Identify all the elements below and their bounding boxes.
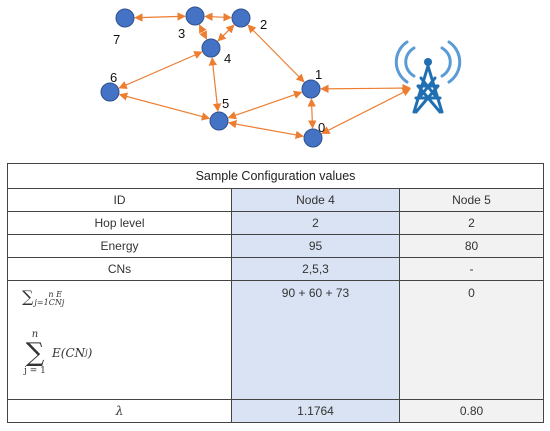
sum-symbol-large: ∑ <box>25 338 45 368</box>
node-5 <box>209 111 229 131</box>
nodes-layer: 7 3 2 4 6 1 5 0 <box>100 6 325 148</box>
header-node-4: Node 4 <box>231 188 400 212</box>
edge-5-1 <box>227 90 303 120</box>
node-label-7: 7 <box>113 32 120 47</box>
sum-superscript: n E <box>48 290 62 299</box>
sum-lower-limit: j = 1 <box>24 366 46 376</box>
table-row-energy: Energy 95 80 <box>7 234 544 258</box>
sum-subscript-2: CNj <box>48 298 65 307</box>
table-row-hop-level: Hop level 2 2 <box>7 211 544 235</box>
sum-symbol-small: ∑ <box>22 287 34 306</box>
table-row-lambda: λ 1.1764 0.80 <box>7 399 544 423</box>
configuration-table: Sample Configuration values ID Node 4 No… <box>7 163 544 423</box>
node-6 <box>100 82 120 102</box>
edge-7-3 <box>134 12 186 22</box>
sum-subscript: j=1 <box>34 298 49 307</box>
edge-2-4 <box>217 24 235 42</box>
edge-3-2 <box>204 12 232 22</box>
node-label-0: 0 <box>318 120 325 135</box>
header-id: ID <box>7 188 232 212</box>
edge-6-5 <box>118 92 211 121</box>
node-4 <box>201 38 221 58</box>
row-label-lambda: λ <box>7 399 232 423</box>
node-0 <box>303 128 323 148</box>
table-caption-row: Sample Configuration values <box>7 163 544 189</box>
radio-tower-icon <box>394 40 462 114</box>
node-3 <box>185 6 205 26</box>
cell-node-4: 95 <box>231 234 400 258</box>
sum-upper-limit: n <box>31 329 39 340</box>
cell-node-4: 2 <box>231 211 400 235</box>
node-1 <box>301 79 321 99</box>
node-label-4: 4 <box>224 51 231 66</box>
cell-node-4: 2,5,3 <box>231 257 400 281</box>
cell-node-5: 2 <box>399 211 544 235</box>
edge-0-tower <box>321 88 411 135</box>
edges-layer <box>118 12 411 140</box>
network-diagram: 7 3 2 4 6 1 5 0 <box>100 6 462 148</box>
node-7 <box>115 8 135 28</box>
row-label: CNs <box>7 257 232 281</box>
edge-3-4 <box>198 24 208 40</box>
header-node-5: Node 5 <box>399 188 544 212</box>
sum-expression-close: ) <box>87 345 93 360</box>
node-2 <box>231 8 251 28</box>
row-label: Hop level <box>7 211 232 235</box>
edge-5-0 <box>228 119 304 140</box>
cell-node-5: - <box>399 257 544 281</box>
node-label-2: 2 <box>260 17 267 32</box>
sum-expression: E(CN <box>52 345 86 360</box>
node-label-1: 1 <box>315 67 322 82</box>
edge-1-tower <box>320 83 411 94</box>
table-header-row: ID Node 4 Node 5 <box>7 188 544 212</box>
cell-node-5: 80 <box>399 234 544 258</box>
cell-node-5: 0 <box>399 280 544 400</box>
cell-node-5: 0.80 <box>399 399 544 423</box>
edge-1-0 <box>307 98 317 129</box>
sum-expression-sub: j <box>85 348 88 357</box>
node-label-5: 5 <box>222 96 229 111</box>
edge-4-5 <box>208 57 222 112</box>
node-label-3: 3 <box>178 26 185 41</box>
edge-6-4 <box>118 51 203 89</box>
edge-2-1 <box>247 24 305 83</box>
cell-node-4: 90 + 60 + 73 <box>231 280 400 400</box>
row-label: Energy <box>7 234 232 258</box>
table-row-cns: CNs 2,5,3 - <box>7 257 544 281</box>
table-caption: Sample Configuration values <box>7 163 544 189</box>
cell-node-4: 1.1764 <box>231 399 400 423</box>
node-label-6: 6 <box>110 70 117 85</box>
